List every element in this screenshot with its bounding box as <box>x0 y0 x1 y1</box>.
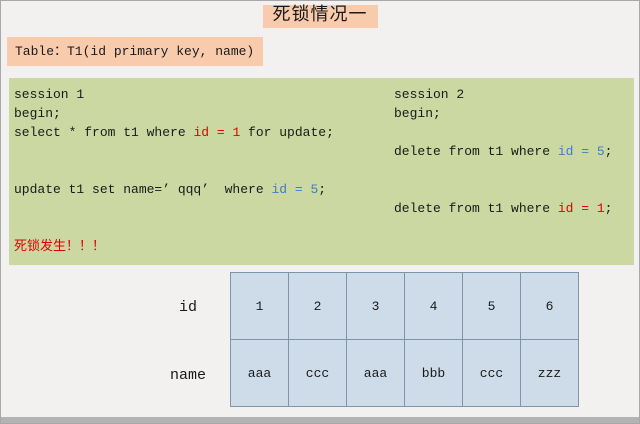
code-line: update t1 set name=’ qqq’ where id = 5; <box>14 180 334 199</box>
code-line <box>394 161 612 180</box>
code-line <box>14 142 334 161</box>
table-cell: bbb <box>404 339 463 407</box>
row-label-id: id <box>178 298 197 316</box>
session-1-column: session 1 begin; select * from t1 where id… <box>14 85 334 256</box>
sql-text: ; <box>604 144 613 159</box>
code-line <box>14 161 334 180</box>
page-title: 死锁情况一 <box>1 5 639 28</box>
sql-text: ; <box>318 182 327 197</box>
code-line: delete from t1 where id = 5; <box>394 142 612 161</box>
table-cell: 3 <box>346 272 405 340</box>
sql-highlight: id = 1 <box>557 201 605 216</box>
code-line: session 1 <box>14 85 334 104</box>
table-cell: 2 <box>288 272 347 340</box>
code-line <box>14 218 334 237</box>
sql-text: for update; <box>240 125 334 140</box>
sql-highlight: 死锁发生！！！ <box>14 239 106 254</box>
table-cell: ccc <box>462 339 521 407</box>
row-label-name: name <box>169 366 206 384</box>
table-cell: ccc <box>288 339 347 407</box>
table-cell: 6 <box>520 272 579 340</box>
table-definition-label: Table：T1(id primary key, name) <box>7 37 263 66</box>
sql-highlight: id = 5 <box>557 144 605 159</box>
sql-text: begin; <box>14 106 61 121</box>
code-line <box>14 199 334 218</box>
table-cell: aaa <box>346 339 405 407</box>
sql-text: session 2 <box>394 87 465 102</box>
bottom-border-strip <box>1 417 639 423</box>
table-cell: zzz <box>520 339 579 407</box>
session-2-column: session 2 begin; delete from t1 where id … <box>394 85 612 218</box>
sql-text: ; <box>604 201 613 216</box>
code-line: session 2 <box>394 85 612 104</box>
sql-text: delete from t1 where <box>394 144 558 159</box>
sql-text: session 1 <box>14 87 85 102</box>
sql-text: select * from t1 where <box>14 125 194 140</box>
sql-highlight: id = 5 <box>271 182 319 197</box>
code-line <box>394 180 612 199</box>
sql-text: begin; <box>394 106 441 121</box>
table-cell: 5 <box>462 272 521 340</box>
code-line: select * from t1 where id = 1 for update… <box>14 123 334 142</box>
code-line: begin; <box>394 104 612 123</box>
table-cell: 1 <box>230 272 289 340</box>
sql-text: delete from t1 where <box>394 201 558 216</box>
sql-text: update t1 set name=’ qqq’ where <box>14 182 272 197</box>
table-cell: 4 <box>404 272 463 340</box>
page-title-text: 死锁情况一 <box>262 5 378 28</box>
code-line <box>394 123 612 142</box>
table-cell: aaa <box>230 339 289 407</box>
code-line: 死锁发生！！！ <box>14 237 334 256</box>
code-line: delete from t1 where id = 1; <box>394 199 612 218</box>
sql-sessions-box: session 1 begin; select * from t1 where id… <box>9 78 634 265</box>
sql-highlight: id = 1 <box>193 125 241 140</box>
code-line: begin; <box>14 104 334 123</box>
